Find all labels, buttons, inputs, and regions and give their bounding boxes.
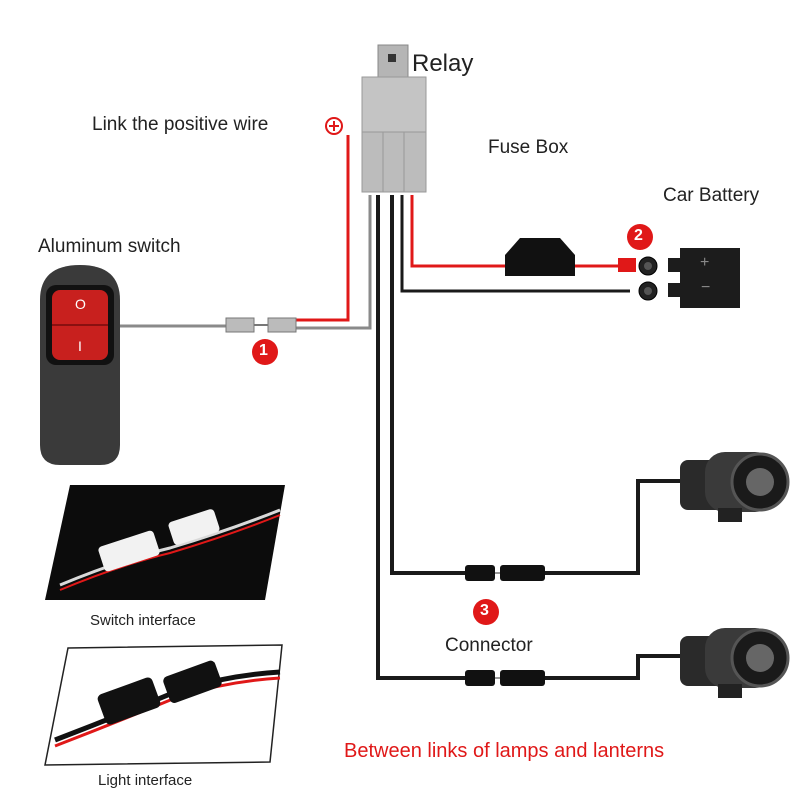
marker-2-number: 2 <box>634 227 643 244</box>
bottom-caption: Between links of lamps and lanterns <box>344 740 665 762</box>
lamp-2 <box>680 628 790 698</box>
marker-1-number: 1 <box>259 342 268 359</box>
lamp2-black-wire <box>376 195 465 680</box>
relay <box>361 44 427 193</box>
aluminum-switch-label: Aluminum switch <box>38 236 181 257</box>
lamp-connector-1 <box>465 565 545 581</box>
switch-on-symbol: O <box>75 296 86 312</box>
switch-off-symbol: I <box>78 338 82 354</box>
aluminum-switch <box>40 265 120 465</box>
marker-1-icon <box>252 339 278 365</box>
marker-3-icon <box>473 599 499 625</box>
switch-connector <box>225 317 297 333</box>
marker-2-icon <box>627 224 653 250</box>
car-battery <box>668 248 740 308</box>
marker-3-number: 3 <box>480 602 489 619</box>
switch-interface-photo <box>45 485 285 600</box>
car-battery-label: Car Battery <box>663 185 760 206</box>
switch-gray-wire <box>296 195 372 330</box>
lamp1-black-wire <box>390 195 465 575</box>
positive-red-wire <box>296 135 350 322</box>
positive-symbol-icon <box>325 117 343 135</box>
battery-negative-symbol: − <box>701 279 711 296</box>
battery-black-wire <box>400 195 630 293</box>
lamp-1 <box>680 452 790 522</box>
fuse-box <box>505 238 575 276</box>
switch-interface-label: Switch interface <box>90 612 196 629</box>
light-interface-photo <box>44 644 283 766</box>
relay-label: Relay <box>412 50 474 77</box>
fuse-box-label: Fuse Box <box>488 137 569 158</box>
positive-wire-label: Link the positive wire <box>92 114 269 135</box>
light-interface-label: Light interface <box>98 772 193 789</box>
battery-positive-symbol: + <box>700 254 710 271</box>
connector-label: Connector <box>445 635 533 656</box>
fuse-red-wire <box>410 195 505 268</box>
lamp-connector-2 <box>465 670 545 686</box>
